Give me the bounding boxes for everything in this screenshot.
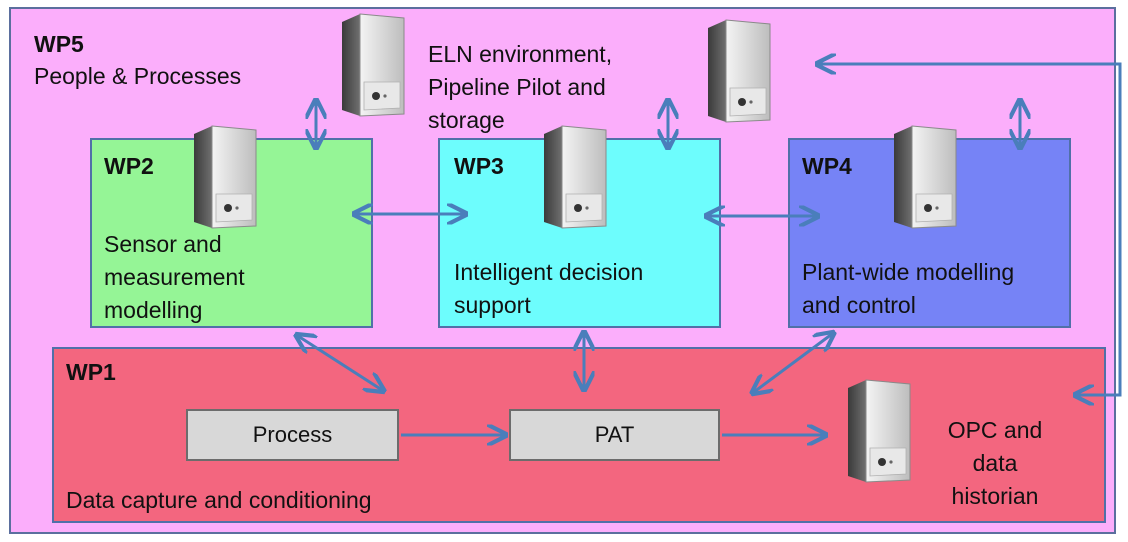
wp2-label: Sensor and measurement modelling xyxy=(104,231,245,323)
process-box: Process xyxy=(186,409,399,461)
wp1-label: Data capture and conditioning xyxy=(66,487,372,513)
wp3-title: WP3 xyxy=(454,153,504,179)
eln-label: ELN environment, Pipeline Pilot and stor… xyxy=(428,41,613,133)
wp3-label: Intelligent decision support xyxy=(454,259,644,318)
wp3-box xyxy=(438,138,721,328)
wp1-title: WP1 xyxy=(66,359,116,385)
wp2-box xyxy=(90,138,373,328)
wp5-subtitle: People & Processes xyxy=(34,63,242,89)
opc-label: OPC and data historian xyxy=(947,417,1043,509)
wp5-title: WP5 xyxy=(34,31,84,57)
wp2-title: WP2 xyxy=(104,153,154,179)
pat-box: PAT xyxy=(509,409,720,461)
